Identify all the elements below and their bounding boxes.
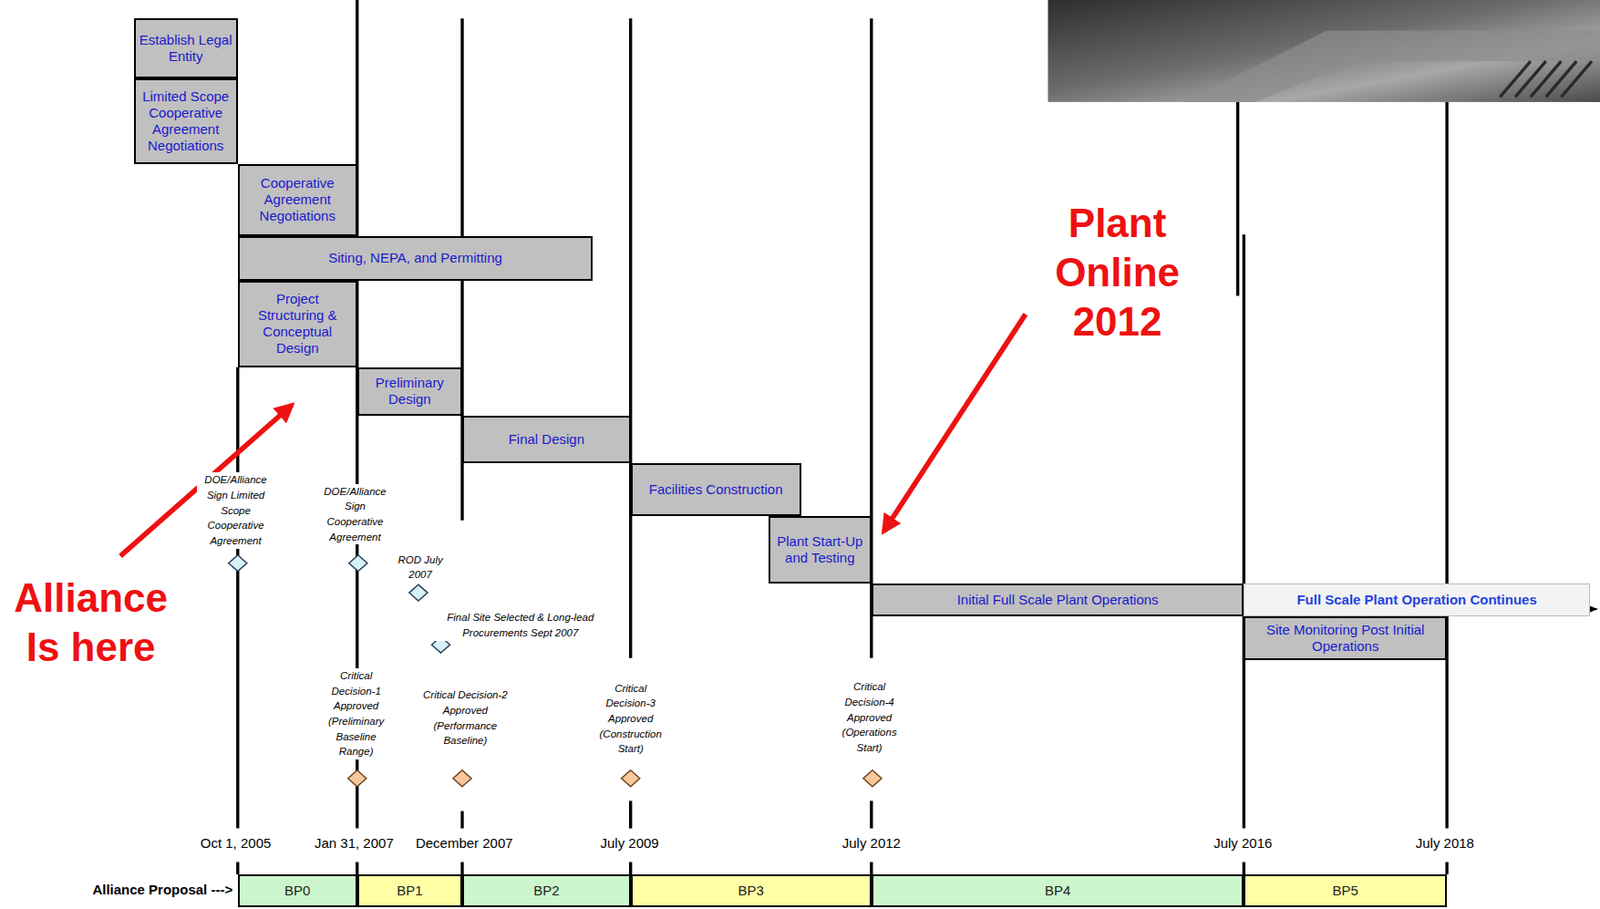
bar-label: Site Monitoring Post Initial Operations	[1249, 621, 1442, 655]
bar-label: BP1	[396, 882, 423, 899]
bar-label: Project Structuring & Conceptual Design	[243, 290, 352, 357]
row-heading: Alliance Proposal --->	[92, 881, 233, 898]
decision-note: Critical Decision-1 Approved (Preliminar…	[319, 668, 393, 760]
milestone-diamonds	[228, 555, 882, 787]
bar-label: Limited Scope Cooperative Agreement Nego…	[139, 88, 233, 155]
bar-label: Preliminary Design	[362, 374, 457, 408]
budget-period-band: BP5	[1243, 874, 1447, 908]
task-bar: Preliminary Design	[357, 367, 463, 416]
bar-label: Final Design	[508, 431, 585, 448]
task-bar: Plant Start-Up and Testing	[768, 516, 872, 584]
bar-label: Cooperative Agreement Negotiations	[243, 175, 352, 225]
budget-period-band: BP3	[630, 874, 872, 908]
bar-label: BP0	[284, 882, 310, 899]
timeline-gridlines	[237, 0, 1447, 875]
task-bar: Facilities Construction	[630, 463, 802, 517]
budget-period-band: BP2	[462, 874, 631, 908]
task-bar: Initial Full Scale Plant Operations	[871, 583, 1245, 617]
milestone-note: ROD July 2007	[393, 552, 447, 583]
milestone-note: Final Site Selected & Long-lead Procurem…	[425, 609, 616, 640]
date-label: July 2009	[597, 835, 661, 851]
milestone-note: DOE/Alliance Sign Limited Scope Cooperat…	[196, 472, 275, 548]
callout-text: Plant Online 2012	[1054, 198, 1180, 346]
bar-label: BP4	[1044, 882, 1071, 899]
milestone-note: DOE/Alliance Sign Cooperative Agreement	[316, 484, 394, 546]
task-bar: Project Structuring & Conceptual Design	[237, 280, 358, 368]
budget-period-band: BP0	[237, 874, 358, 908]
budget-period-band: BP4	[871, 874, 1245, 908]
task-bar: Establish Legal Entity	[134, 18, 238, 79]
task-bar: Siting, NEPA, and Permitting	[237, 236, 594, 281]
bar-label: Siting, NEPA, and Permitting	[328, 249, 503, 267]
bar-label: BP2	[533, 882, 559, 899]
bar-label: Facilities Construction	[649, 481, 784, 498]
task-bar: Cooperative Agreement Negotiations	[237, 164, 358, 236]
task-bar: Site Monitoring Post Initial Operations	[1243, 616, 1447, 661]
date-label: July 2018	[1413, 835, 1477, 851]
date-label: December 2007	[412, 835, 517, 851]
bar-label: Establish Legal Entity	[139, 31, 233, 65]
date-label: July 2012	[839, 835, 904, 851]
date-label: Oct 1, 2005	[197, 835, 275, 851]
decision-note: Critical Decision-2 Approved (Performanc…	[412, 687, 517, 749]
decision-note: Critical Decision-4 Approved (Operations…	[829, 679, 909, 755]
task-bar-continuing: Full Scale Plant Operation Continues	[1243, 583, 1590, 617]
budget-period-band: BP1	[357, 874, 463, 908]
date-label: July 2016	[1210, 835, 1275, 851]
task-bar: Final Design	[462, 415, 631, 465]
site-photo	[1047, 0, 1600, 103]
date-label: Jan 31, 2007	[311, 835, 397, 851]
bar-label: Plant Start-Up and Testing	[774, 533, 867, 567]
callout-text: Alliance Is here	[13, 573, 168, 671]
bar-label: BP5	[1332, 882, 1359, 899]
decision-note: Critical Decision-3 Approved (Constructi…	[590, 681, 671, 757]
task-bar: Limited Scope Cooperative Agreement Nego…	[134, 78, 238, 165]
bar-label: Full Scale Plant Operation Continues	[1296, 591, 1537, 609]
bar-label: BP3	[738, 882, 764, 899]
bar-label: Initial Full Scale Plant Operations	[957, 591, 1159, 609]
